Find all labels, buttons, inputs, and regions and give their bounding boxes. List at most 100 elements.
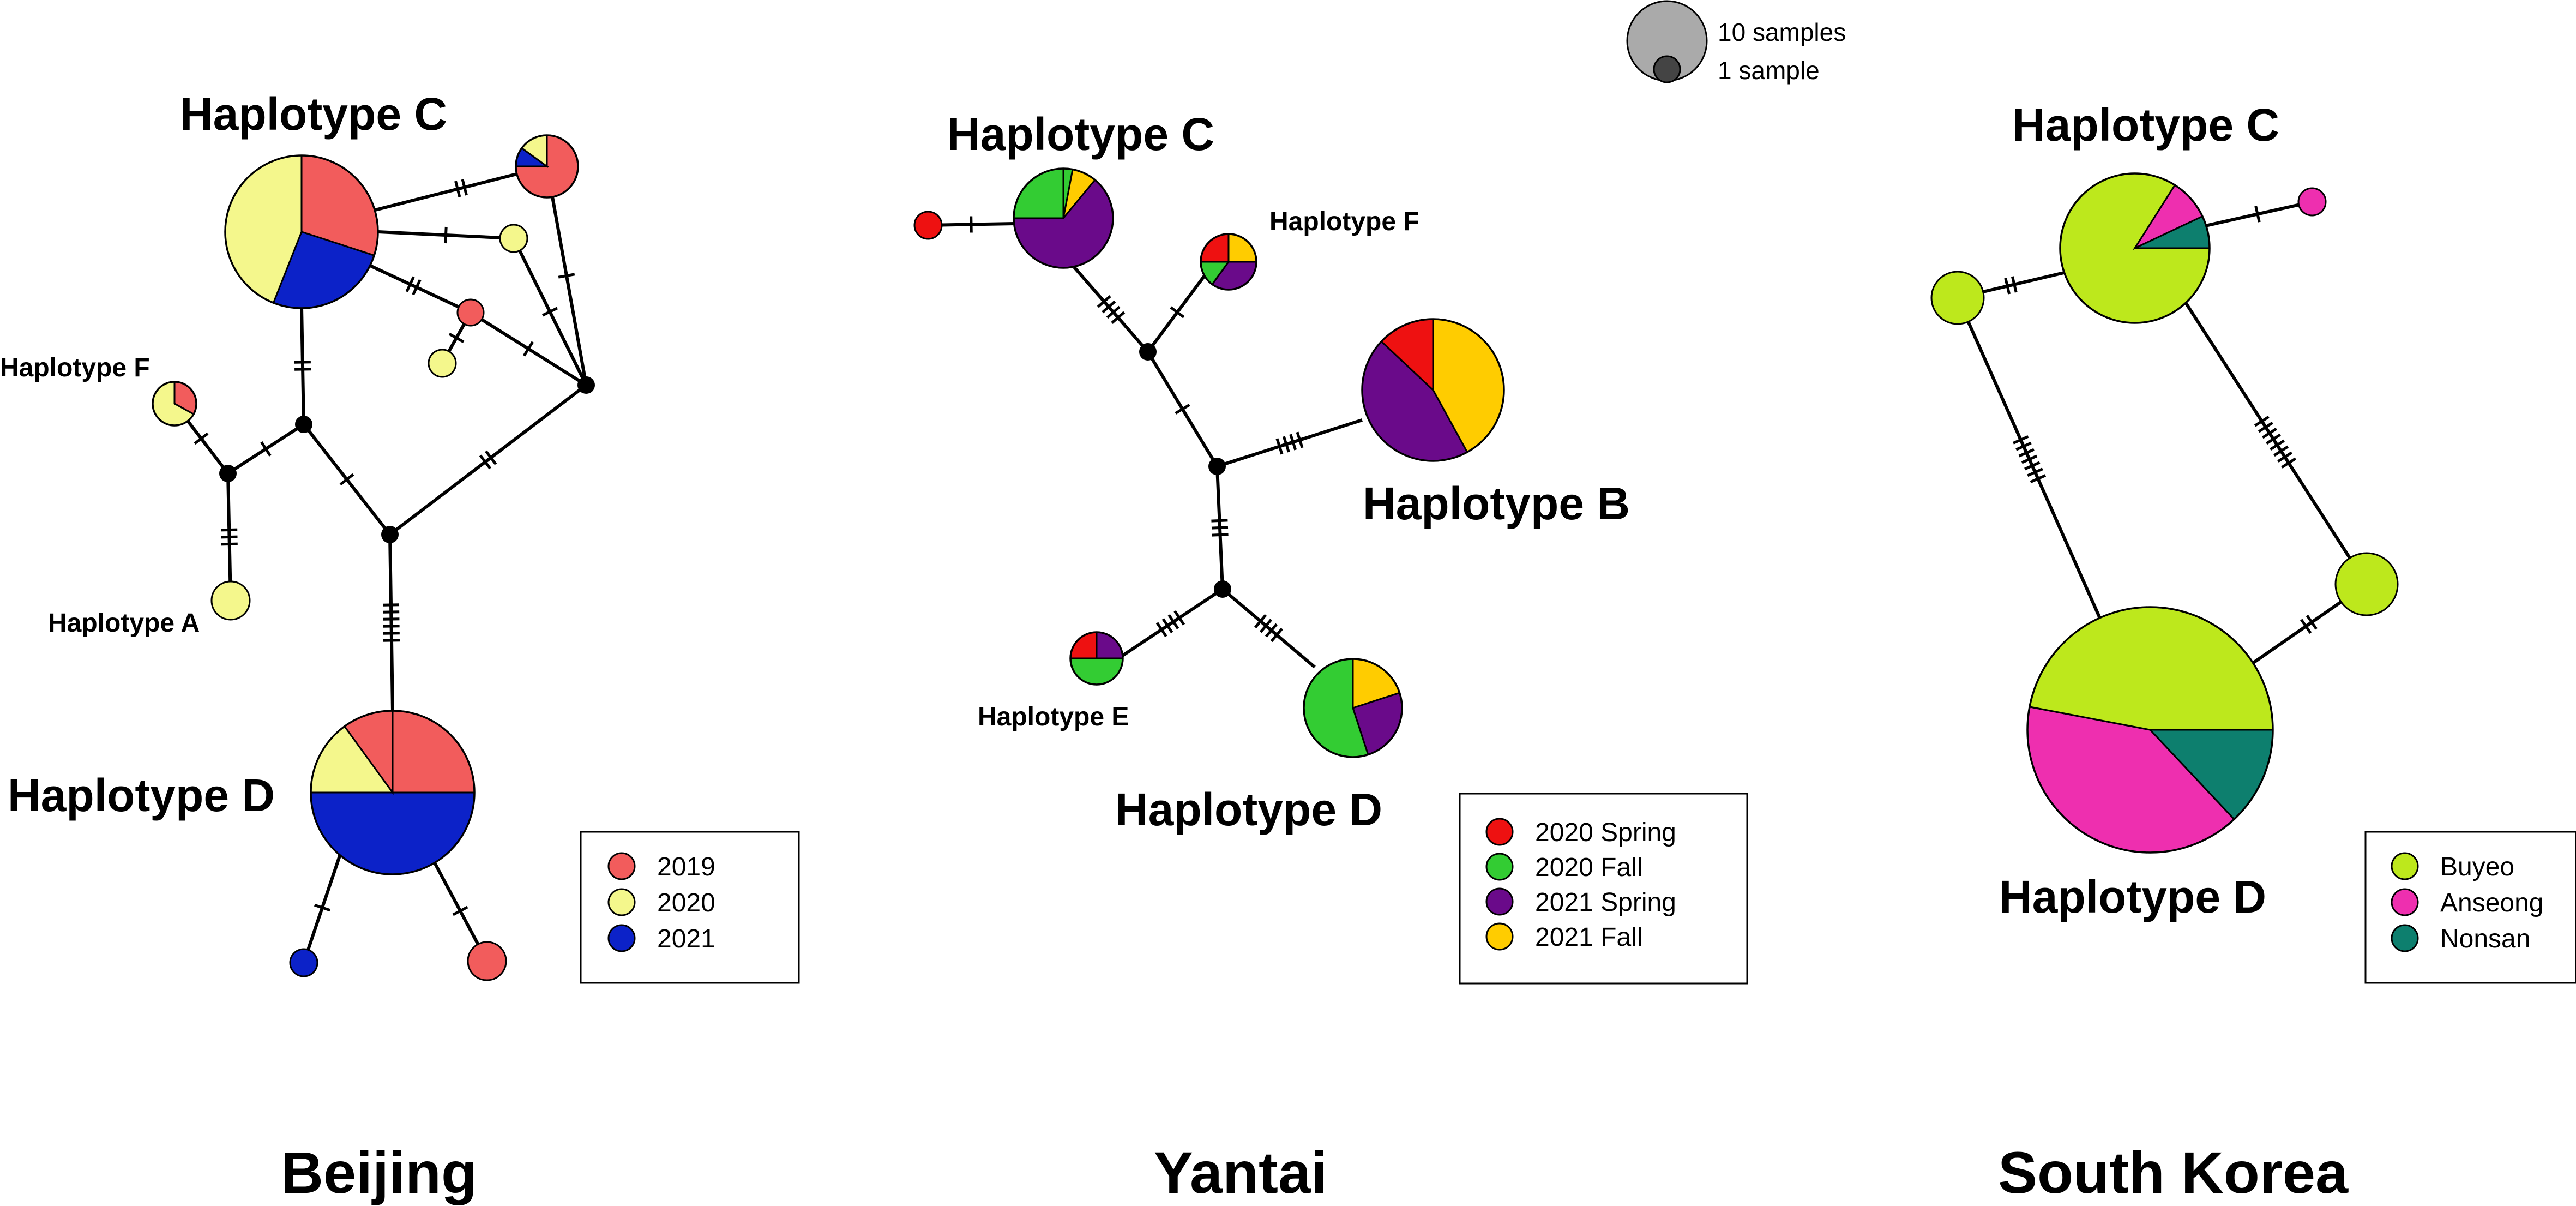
haplotype-d-node xyxy=(2026,606,2274,854)
haplotype-node xyxy=(289,948,318,977)
mutation-tick xyxy=(1167,614,1179,629)
mutation-tick xyxy=(405,276,415,292)
pie-slice xyxy=(499,224,528,253)
legend-swatch xyxy=(1485,887,1514,916)
haplotype-d-node xyxy=(310,710,476,875)
label-haplotype-c: Haplotype C xyxy=(2012,99,2279,151)
panel-title-south-korea: South Korea xyxy=(1998,1139,2349,1205)
haplotype-node xyxy=(913,211,943,240)
median-vector-node xyxy=(295,416,312,433)
label-haplotype-d: Haplotype D xyxy=(1999,871,2266,922)
mutation-tick xyxy=(448,332,465,344)
mutation-tick xyxy=(294,361,311,364)
mutation-tick xyxy=(2021,454,2038,464)
haplotype-node xyxy=(467,941,507,981)
legend-swatch xyxy=(607,924,636,952)
mutation-tick xyxy=(412,279,422,296)
median-vector-node xyxy=(381,526,399,543)
haplotype-node xyxy=(428,349,457,378)
pie-slice xyxy=(456,298,485,327)
mutation-tick xyxy=(2254,206,2261,223)
mutation-tick xyxy=(1175,404,1190,415)
mutation-tick xyxy=(194,432,209,445)
panel-yantai: Haplotype C Haplotype F Haplotype B Hapl… xyxy=(947,109,1748,1205)
mutation-tick xyxy=(1173,610,1185,626)
legend-swatch xyxy=(1485,853,1514,881)
pie-slice xyxy=(1930,271,1985,325)
haplotype-f-node xyxy=(1200,233,1257,291)
mutation-tick xyxy=(452,905,468,916)
label-haplotype-f: Haplotype F xyxy=(0,353,150,382)
pie-slice xyxy=(392,710,476,794)
label-haplotype-d: Haplotype D xyxy=(1115,784,1382,835)
network-edge xyxy=(300,307,305,425)
mutation-tick xyxy=(339,473,354,486)
median-vector-node xyxy=(219,465,237,482)
mutation-tick xyxy=(2300,619,2312,634)
legend-swatch xyxy=(607,888,636,916)
pie-outline xyxy=(224,154,379,309)
mutation-tick xyxy=(2024,461,2041,471)
label-haplotype-c: Haplotype C xyxy=(947,109,1214,160)
pie-slice xyxy=(428,349,457,378)
scale-label-small: 1 sample xyxy=(1718,56,1820,85)
haplotype-node xyxy=(499,224,528,253)
label-haplotype-c: Haplotype C xyxy=(180,88,447,140)
network-edge xyxy=(355,257,472,314)
pie-slice xyxy=(2297,187,2327,217)
legend-label: Nonsan xyxy=(2440,925,2530,953)
mutation-tick xyxy=(2030,474,2047,484)
pie-outline xyxy=(152,381,197,427)
label-haplotype-e: Haplotype E xyxy=(978,703,1129,731)
mutation-tick xyxy=(2018,448,2035,458)
mutation-tick xyxy=(2004,278,2011,295)
pie-outline xyxy=(1069,631,1124,686)
mutation-tick xyxy=(2270,439,2285,451)
mutation-tick xyxy=(2011,276,2018,293)
mutation-tick xyxy=(2273,445,2289,457)
legend-label: Buyeo xyxy=(2440,853,2514,881)
pie-slice xyxy=(1069,657,1124,686)
label-haplotype-f: Haplotype F xyxy=(1269,207,1419,236)
pie-outline xyxy=(1361,318,1505,462)
legend-swatch xyxy=(1485,922,1514,951)
legend-label: 2020 xyxy=(657,889,715,917)
pie-slice xyxy=(2029,606,2274,731)
network-edge xyxy=(2182,299,2368,585)
size-scale-legend: 10 samples 1 sample xyxy=(1626,0,1846,85)
mutation-tick xyxy=(1155,622,1167,638)
mutation-tick xyxy=(1270,628,1283,643)
legend-label: 2021 xyxy=(657,925,715,953)
mutation-tick xyxy=(1296,431,1304,448)
pie-outline xyxy=(1013,167,1114,269)
pie-slice xyxy=(310,791,476,875)
mutation-tick xyxy=(1106,305,1121,319)
mutation-tick xyxy=(1211,519,1228,523)
median-vector-node xyxy=(577,376,595,394)
mutation-tick xyxy=(1097,295,1111,308)
legend-label: 2021 Fall xyxy=(1535,923,1642,952)
label-haplotype-b: Haplotype B xyxy=(1363,478,1630,529)
pie-slice xyxy=(210,580,251,621)
panel-title-beijing: Beijing xyxy=(281,1139,477,1205)
legend-swatch xyxy=(2391,888,2419,916)
mutation-tick xyxy=(2012,435,2029,445)
pie-slice xyxy=(913,211,943,240)
pie-slice xyxy=(2334,552,2399,616)
haplotype-a-node xyxy=(210,580,251,621)
mutation-tick xyxy=(485,450,497,465)
network-edge xyxy=(1117,587,1224,660)
mutation-tick xyxy=(260,441,272,457)
pie-outline xyxy=(310,710,476,875)
haplotype-node xyxy=(2334,552,2399,616)
panel-beijing: Haplotype C Haplotype F Haplotype A Hapl… xyxy=(0,88,800,1205)
pie-outline xyxy=(1200,233,1257,291)
pie-slice xyxy=(467,941,507,981)
pie-slice xyxy=(289,948,318,977)
mutation-tick xyxy=(1161,618,1173,633)
haplotype-d-node xyxy=(1303,658,1403,758)
legend-swatch xyxy=(2391,852,2419,880)
mutation-tick xyxy=(294,368,311,371)
mutation-tick xyxy=(970,216,973,233)
